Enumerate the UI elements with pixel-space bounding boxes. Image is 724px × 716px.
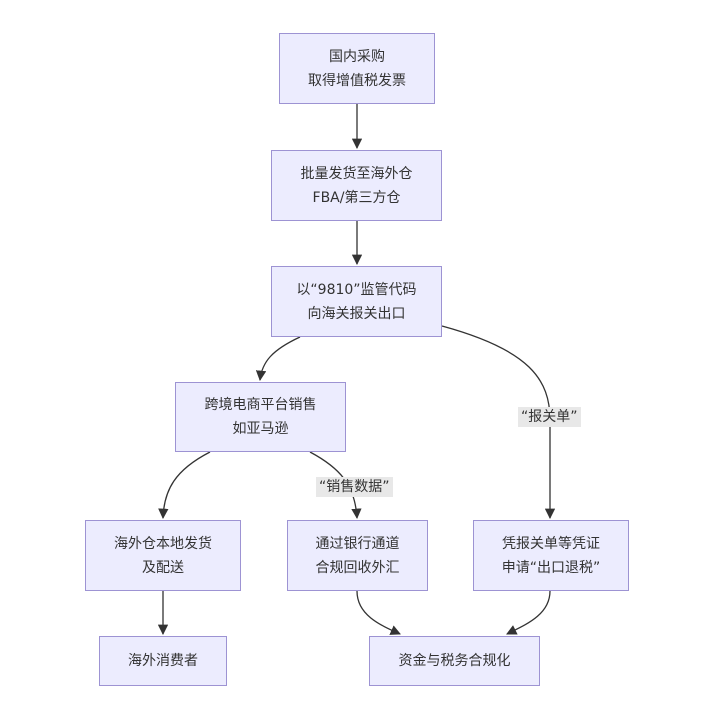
node-forex-recovery-line1: 通过银行通道 xyxy=(315,535,400,552)
node-forex-recovery: 通过银行通道 合规回收外汇 xyxy=(287,520,428,591)
node-tax-refund: 凭报关单等凭证 申请“出口退税” xyxy=(473,520,629,591)
edge-refund-to-compliance xyxy=(506,590,551,635)
node-platform-sales: 跨境电商平台销售 如亚马逊 xyxy=(175,382,346,452)
node-customs-export-line1: 以“9810”监管代码 xyxy=(296,281,417,298)
node-platform-sales-line2: 如亚马逊 xyxy=(232,421,289,437)
node-domestic-purchase-line1: 国内采购 xyxy=(329,48,385,65)
node-bulk-shipping-line1: 批量发货至海外仓 xyxy=(300,165,413,182)
node-bulk-shipping-line2: FBA/第三方仓 xyxy=(312,189,401,206)
node-compliance-line1: 资金与税务合规化 xyxy=(398,653,511,669)
node-domestic-purchase: 国内采购 取得增值税发票 xyxy=(279,33,435,104)
edge-forex-to-compliance xyxy=(356,590,401,635)
node-platform-sales-line1: 跨境电商平台销售 xyxy=(204,397,317,413)
node-local-delivery-line1: 海外仓本地发货 xyxy=(114,535,212,552)
edge-label-customs-declaration: “报关单” xyxy=(518,407,581,427)
node-compliance: 资金与税务合规化 xyxy=(369,636,540,686)
node-overseas-consumer: 海外消费者 xyxy=(99,636,227,686)
node-tax-refund-line2: 申请“出口退税” xyxy=(501,559,601,576)
node-customs-export: 以“9810”监管代码 向海关报关出口 xyxy=(271,266,442,337)
node-domestic-purchase-line2: 取得增值税发票 xyxy=(308,72,406,89)
edge-label-sales-data: “销售数据” xyxy=(316,477,393,497)
edge-export-to-sales xyxy=(255,336,301,382)
node-local-delivery: 海外仓本地发货 及配送 xyxy=(85,520,241,591)
edge-sales-to-delivery xyxy=(158,451,211,520)
node-customs-export-line2: 向海关报关出口 xyxy=(307,305,406,322)
node-bulk-shipping: 批量发货至海外仓 FBA/第三方仓 xyxy=(271,150,442,221)
node-forex-recovery-line2: 合规回收外汇 xyxy=(315,559,400,576)
node-tax-refund-line1: 凭报关单等凭证 xyxy=(502,535,600,552)
node-overseas-consumer-line1: 海外消费者 xyxy=(128,653,198,669)
node-local-delivery-line2: 及配送 xyxy=(142,559,184,576)
